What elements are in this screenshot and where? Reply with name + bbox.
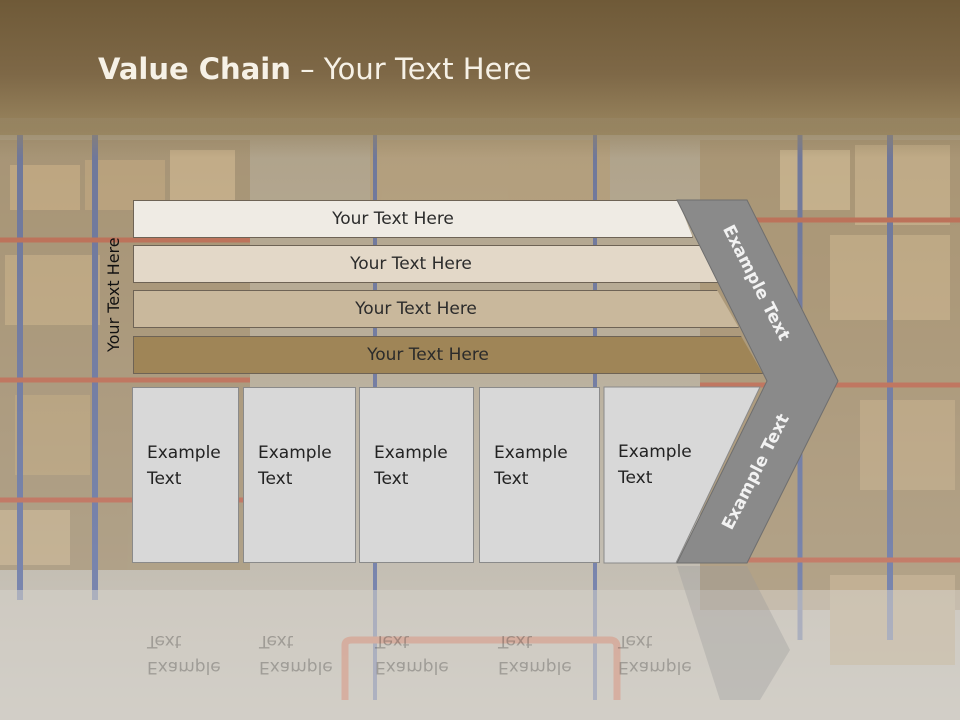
- reflect-4-line1: Example: [498, 657, 572, 677]
- box-1-line1: Example: [147, 443, 221, 463]
- reflect-5-line2: Text: [618, 631, 653, 651]
- reflect-2-line2: Text: [259, 631, 294, 651]
- row-4: Your Text Here: [133, 336, 763, 374]
- row-4-label: Your Text Here: [367, 345, 489, 365]
- box-3-line1: Example: [374, 443, 448, 463]
- header-band: [0, 0, 960, 135]
- slide-title: Value Chain – Your Text Here: [98, 52, 532, 86]
- header-fade: [0, 118, 960, 158]
- box-3-line2: Text: [374, 469, 409, 489]
- row-3: Your Text Here: [133, 290, 739, 328]
- reflect-1-line1: Example: [147, 657, 221, 677]
- reflect-3-line1: Example: [375, 657, 449, 677]
- reflect-2-line1: Example: [259, 657, 333, 677]
- reflect-4-line2: Text: [498, 631, 533, 651]
- row-2: Your Text Here: [133, 245, 729, 283]
- title-rest: – Your Text Here: [290, 52, 532, 86]
- row-1: Your Text Here: [133, 200, 693, 238]
- title-bold: Value Chain: [98, 52, 291, 86]
- row-2-label: Your Text Here: [350, 254, 472, 274]
- box-5-line1: Example: [618, 442, 692, 462]
- box-1-line2: Text: [147, 469, 182, 489]
- box-4-line2: Text: [494, 469, 529, 489]
- box-5-line2: Text: [618, 468, 653, 488]
- box-4-line1: Example: [494, 443, 568, 463]
- box-2-line1: Example: [258, 443, 332, 463]
- reflect-1-line2: Text: [147, 631, 182, 651]
- row-3-label: Your Text Here: [355, 299, 477, 319]
- reflect-5-line1: Example: [618, 657, 692, 677]
- vertical-label: Your Text Here: [104, 237, 123, 352]
- box-2-line2: Text: [258, 469, 293, 489]
- row-1-label: Your Text Here: [332, 209, 454, 229]
- reflect-3-line2: Text: [375, 631, 410, 651]
